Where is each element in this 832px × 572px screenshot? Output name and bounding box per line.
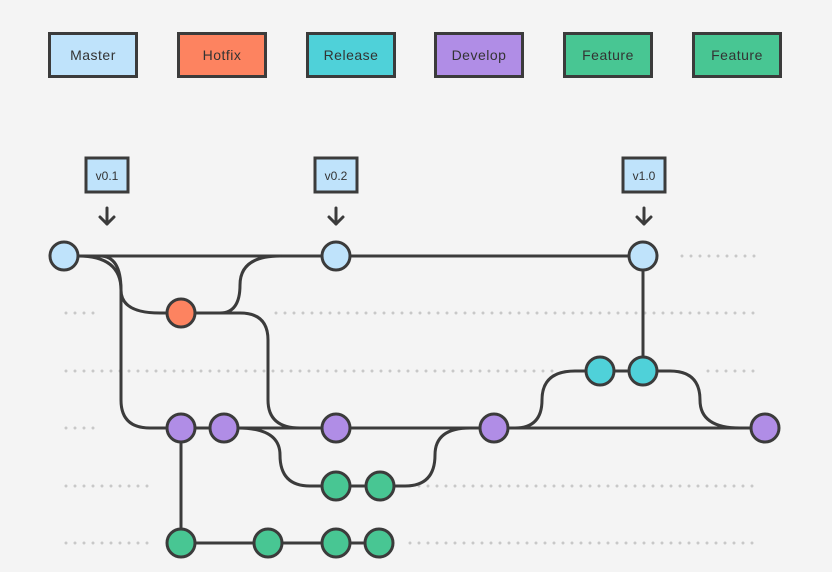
tag-v0-1: v0.1 xyxy=(84,156,130,226)
tag-v0-1-label: v0.1 xyxy=(96,169,119,183)
version-tags: v0.1 v0.2 v1.0 xyxy=(84,156,667,226)
arrow-down-icon xyxy=(635,206,653,226)
branch-lines xyxy=(62,254,767,545)
master-to-develop-line xyxy=(98,254,183,430)
arrow-down-icon xyxy=(98,206,116,226)
feature1-to-develop-line xyxy=(378,426,472,488)
legend-feature-2: Feature xyxy=(692,32,782,78)
commit-feature2-4 xyxy=(363,527,395,559)
commits xyxy=(48,240,781,559)
master-to-hotfix-line xyxy=(76,254,183,315)
legend-feature-1: Feature xyxy=(563,32,653,78)
commit-develop-2 xyxy=(208,412,240,444)
commit-develop-1 xyxy=(165,412,197,444)
lane-guides xyxy=(64,254,758,545)
commit-feature2-2 xyxy=(252,527,284,559)
commit-master-2 xyxy=(320,240,352,272)
commit-develop-5 xyxy=(749,412,781,444)
release-to-develop-line xyxy=(641,369,742,430)
commit-feature1-1 xyxy=(320,470,352,502)
commit-master-3 xyxy=(627,240,659,272)
hotfix-to-develop-line xyxy=(179,311,302,430)
tag-v1-0: v1.0 xyxy=(621,156,667,226)
hotfix-to-master-line xyxy=(179,254,282,315)
commit-master-1 xyxy=(48,240,80,272)
legend-develop: Develop xyxy=(434,32,524,78)
legend-master: Master xyxy=(48,32,138,78)
commit-release-2 xyxy=(627,355,659,387)
commit-hotfix-1 xyxy=(165,297,197,329)
tag-v1-0-label: v1.0 xyxy=(633,169,656,183)
commit-develop-3 xyxy=(320,412,352,444)
legend-hotfix: Hotfix xyxy=(177,32,267,78)
arrow-down-icon xyxy=(327,206,345,226)
tag-v0-2: v0.2 xyxy=(313,156,359,226)
tag-v0-2-label: v0.2 xyxy=(325,169,348,183)
commit-develop-4 xyxy=(478,412,510,444)
develop-to-release-line xyxy=(492,369,645,430)
commit-release-1 xyxy=(584,355,616,387)
develop-to-feature1-line xyxy=(236,426,382,488)
commit-feature2-3 xyxy=(320,527,352,559)
commit-feature2-1 xyxy=(165,527,197,559)
commit-feature1-2 xyxy=(364,470,396,502)
legend-release: Release xyxy=(306,32,396,78)
